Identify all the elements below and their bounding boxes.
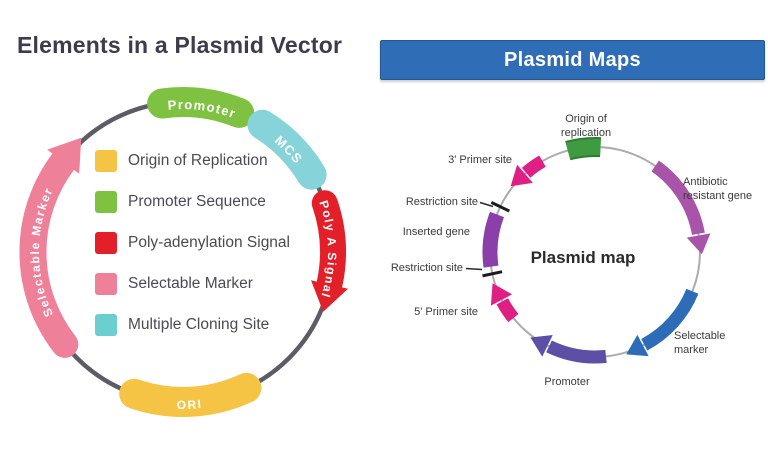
legend-label: Promoter Sequence <box>128 193 266 210</box>
selectable-marker-arrowhead-icon <box>47 137 82 174</box>
poly-a-arrowhead-icon <box>310 280 349 312</box>
legend-row-selectable: Selectable Marker <box>95 273 290 295</box>
legend-row-origin: Origin of Replication <box>95 150 290 172</box>
three-prime-label: 3' Primer site <box>448 154 512 166</box>
legend-swatch-1 <box>95 191 117 213</box>
five-prime-arrowhead-icon <box>490 283 513 306</box>
five-prime-primer-segment <box>496 298 519 323</box>
five-prime-label: 5' Primer site <box>414 306 478 318</box>
poly-a-signal-segment <box>311 190 346 297</box>
antibiotic-arrowhead-icon <box>686 233 711 255</box>
legend-row-polya: Poly-adenylation Signal <box>95 232 290 254</box>
map-selectable-label: Selectable marker <box>674 330 726 356</box>
ori-segment-label: ORI <box>177 397 203 412</box>
right-panel: Plasmid Maps <box>380 0 768 461</box>
selectable-marker-segment <box>19 148 79 358</box>
selectable-arrowhead-icon <box>626 334 649 357</box>
legend-swatch-0 <box>95 150 117 172</box>
origin-label: Origin of replication <box>560 113 612 139</box>
mcs-segment <box>247 109 327 190</box>
leader-line-lower <box>465 267 483 271</box>
legend-label: Selectable Marker <box>128 275 253 292</box>
map-promoter-segment <box>546 340 607 364</box>
leader-line-upper <box>479 201 494 208</box>
antibiotic-gene-segment <box>651 160 705 236</box>
plasmid-vector-diagram: Promoter MCS Poly A Signal ORI Selectabl… <box>19 87 349 417</box>
left-panel: Elements in a Plasmid Vector <box>0 0 383 461</box>
origin-segment <box>565 139 601 159</box>
inserted-gene-segment <box>482 211 505 268</box>
legend-row-mcs: Multiple Cloning Site <box>95 314 290 336</box>
restriction-site-upper-label: Restriction site <box>405 196 478 208</box>
ori-segment <box>119 372 262 417</box>
legend-swatch-3 <box>95 273 117 295</box>
legend-label: Multiple Cloning Site <box>128 316 270 333</box>
left-title: Elements in a Plasmid Vector <box>17 32 343 58</box>
map-promoter-label: Promoter <box>544 376 590 388</box>
plasmid-maps-banner: Plasmid Maps <box>380 40 765 80</box>
map-selectable-marker-segment <box>641 288 699 351</box>
plasmid-map-diagram <box>465 137 711 364</box>
three-prime-arrowhead-icon <box>510 164 533 187</box>
map-center-title: Plasmid map <box>530 248 636 267</box>
legend-row-promoter: Promoter Sequence <box>95 191 290 213</box>
legend-swatch-2 <box>95 232 117 254</box>
restriction-site-tick-upper <box>490 201 510 213</box>
legend: Origin of Replication Promoter Sequence … <box>95 150 290 355</box>
three-prime-primer-segment <box>521 155 546 178</box>
restriction-site-lower-label: Restriction site <box>390 262 463 274</box>
promoter-arrowhead-icon <box>530 335 553 357</box>
legend-label: Poly-adenylation Signal <box>128 234 290 251</box>
banner-title: Plasmid Maps <box>504 48 641 71</box>
legend-label: Origin of Replication <box>128 152 268 169</box>
antibiotic-label: Antibiotic resistant gene <box>683 176 753 202</box>
legend-swatch-4 <box>95 314 117 336</box>
promoter-segment <box>147 87 255 128</box>
inserted-gene-label: Inserted gene <box>402 226 470 238</box>
restriction-site-tick-lower <box>482 270 503 278</box>
